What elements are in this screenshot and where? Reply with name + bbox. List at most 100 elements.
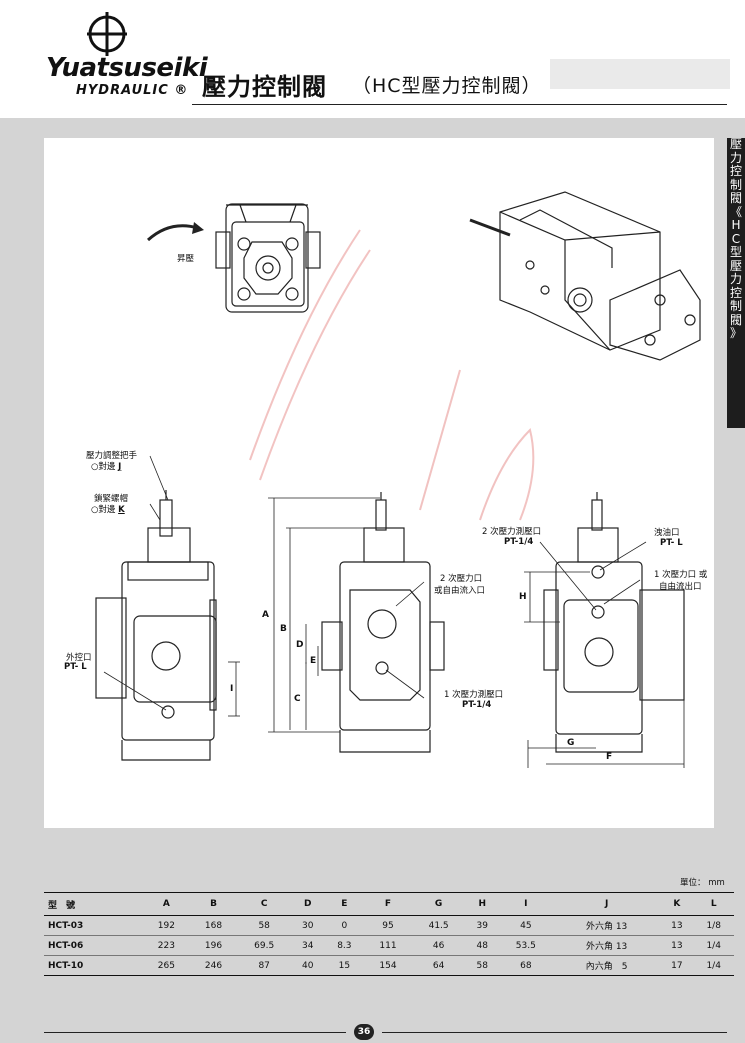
table-cell: 1/4	[693, 955, 734, 976]
primary-gauge-pt-label: PT-1/4	[462, 700, 492, 710]
table-cell: 68	[498, 955, 553, 976]
dim-d: D	[296, 640, 304, 650]
dim-c: C	[294, 694, 301, 704]
table-cell: 40	[291, 955, 325, 976]
side-tab-char: 壓	[729, 258, 742, 273]
side-tab-char: 壓	[729, 137, 742, 151]
side-tab-char: 控	[729, 285, 742, 300]
side-tab-char: H	[731, 218, 741, 232]
dim-e: E	[310, 656, 317, 666]
page-title: 壓力控制閥	[202, 73, 327, 101]
column-header: G	[411, 892, 466, 916]
table-cell: 196	[189, 935, 238, 956]
secondary-gauge-pt-label: PT-1/4	[504, 537, 534, 547]
table-cell: 8.3	[324, 935, 365, 956]
column-header: J	[552, 892, 661, 916]
table-cell: 192	[142, 915, 190, 936]
dim-f: F	[606, 752, 613, 762]
handle-size-label: ○對邊 J	[91, 462, 122, 472]
side-tab-char: 《	[729, 204, 742, 219]
page-header: Yuatsuseiki HYDRAULIC ® 壓力控制閥 （HC型壓力控制閥）	[0, 0, 745, 118]
dim-g: G	[567, 738, 575, 748]
table-cell: 1/4	[693, 935, 734, 956]
column-header: K	[660, 892, 694, 916]
handle-label: 壓力調整把手	[86, 451, 138, 461]
free-inlet-label: 或自由流入口	[434, 586, 486, 596]
dim-h: H	[519, 592, 527, 602]
table-cell: HCT-03	[44, 915, 143, 936]
dim-i: I	[230, 684, 234, 694]
dim-a: A	[262, 610, 269, 620]
table-cell: 111	[364, 935, 412, 956]
table-cell: 41.5	[411, 915, 466, 936]
table-cell: 58	[465, 955, 499, 976]
table-cell: 45	[498, 915, 553, 936]
top-view-drawing	[215, 203, 321, 313]
ext-pilot-pt-label: PT- L	[64, 662, 87, 672]
side-tab-char: 力	[729, 150, 742, 165]
table-cell: 46	[411, 935, 466, 956]
side-tab-char: 》	[729, 326, 742, 340]
table-cell: 58	[237, 915, 292, 936]
table-cell: 30	[291, 915, 325, 936]
footer-rule-left	[44, 1032, 346, 1033]
isometric-view-drawing	[469, 191, 701, 361]
table-cell: 外六角 13	[552, 915, 661, 936]
table-cell: 95	[364, 915, 412, 936]
table-cell: 69.5	[237, 935, 292, 956]
free-outlet-label: 自由流出口	[659, 582, 702, 592]
pressure-up-label: 昇壓	[177, 254, 195, 264]
table-cell: HCT-06	[44, 935, 143, 956]
brand-subtitle: HYDRAULIC ®	[76, 83, 189, 98]
column-header: E	[324, 892, 365, 916]
lock-nut-label: 鎖緊螺帽	[94, 494, 129, 504]
table-cell: 17	[660, 955, 694, 976]
table-cell: 13	[660, 915, 694, 936]
table-cell: 265	[142, 955, 190, 976]
primary-gauge-label: 1 次壓力測壓口	[444, 690, 504, 700]
side-tab-char: 型	[729, 245, 742, 259]
front-view-drawing	[321, 492, 445, 753]
table-cell: 53.5	[498, 935, 553, 956]
table-cell: 64	[411, 955, 466, 976]
table-cell: 48	[465, 935, 499, 956]
table-cell: 0	[324, 915, 365, 936]
column-header: H	[465, 892, 499, 916]
side-tab-char: 制	[729, 299, 742, 313]
dim-b: B	[280, 624, 287, 634]
ext-pilot-label: 外控口	[66, 653, 92, 663]
table-cell: 內六角 5	[552, 955, 661, 976]
page-number: 36	[354, 1024, 374, 1040]
side-tab-char: 控	[729, 164, 742, 178]
table-cell: 34	[291, 935, 325, 956]
column-header: A	[142, 892, 190, 916]
right-side-view-drawing	[543, 492, 685, 753]
brand-name: Yuatsuseiki	[46, 53, 208, 83]
table-cell: 223	[142, 935, 190, 956]
table-cell: 246	[189, 955, 238, 976]
side-tab-char: 閥	[729, 312, 742, 327]
watermark-strokes	[249, 229, 535, 521]
column-header: C	[237, 892, 292, 916]
column-header: B	[189, 892, 238, 916]
left-side-view-drawing	[95, 490, 217, 761]
table-cell: 15	[324, 955, 365, 976]
drawing-panel	[44, 138, 714, 828]
column-header: L	[693, 892, 734, 916]
header-rule	[192, 104, 727, 105]
brand-emblem-icon	[87, 12, 127, 56]
side-tab-char: 力	[729, 272, 742, 286]
table-cell: 1/8	[693, 915, 734, 936]
lock-nut-size-label: ○對邊 K	[91, 505, 125, 515]
side-tab-char: 制	[729, 177, 742, 192]
secondary-port-label: 2 次壓力口	[440, 574, 483, 584]
bleed-through-watermark	[550, 59, 730, 89]
drain-label: 洩油口	[654, 528, 680, 538]
